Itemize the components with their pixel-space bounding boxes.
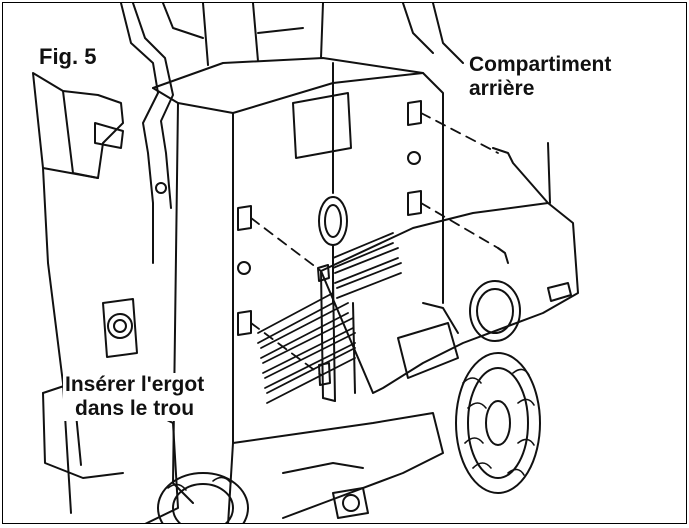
rear-compartment-line-2: arrière bbox=[469, 77, 535, 100]
pressure-washer-illustration bbox=[32, 3, 579, 523]
rear-compartment-line-1: Compartiment bbox=[469, 53, 612, 76]
side-fitting bbox=[102, 298, 138, 358]
left-wheel bbox=[157, 472, 249, 523]
rear-compartment-callout: Compartiment arrière bbox=[467, 53, 614, 101]
figure-number: Fig. 5 bbox=[37, 44, 99, 69]
vent-grille bbox=[257, 232, 402, 404]
rear-compartment bbox=[317, 142, 579, 402]
right-slots bbox=[407, 100, 422, 216]
left-hose-holder bbox=[32, 3, 174, 514]
alignment-dashes bbox=[250, 112, 499, 376]
base-foot bbox=[232, 412, 444, 519]
left-slots bbox=[237, 205, 252, 336]
insert-tab-line-1: Insérer l'ergot bbox=[65, 373, 205, 396]
insert-tab-line-2: dans le trou bbox=[75, 397, 195, 420]
body-screw bbox=[155, 182, 167, 194]
insert-tab-callout: Insérer l'ergot dans le trou bbox=[63, 373, 207, 421]
right-wheel bbox=[455, 352, 541, 494]
main-body bbox=[152, 3, 464, 523]
